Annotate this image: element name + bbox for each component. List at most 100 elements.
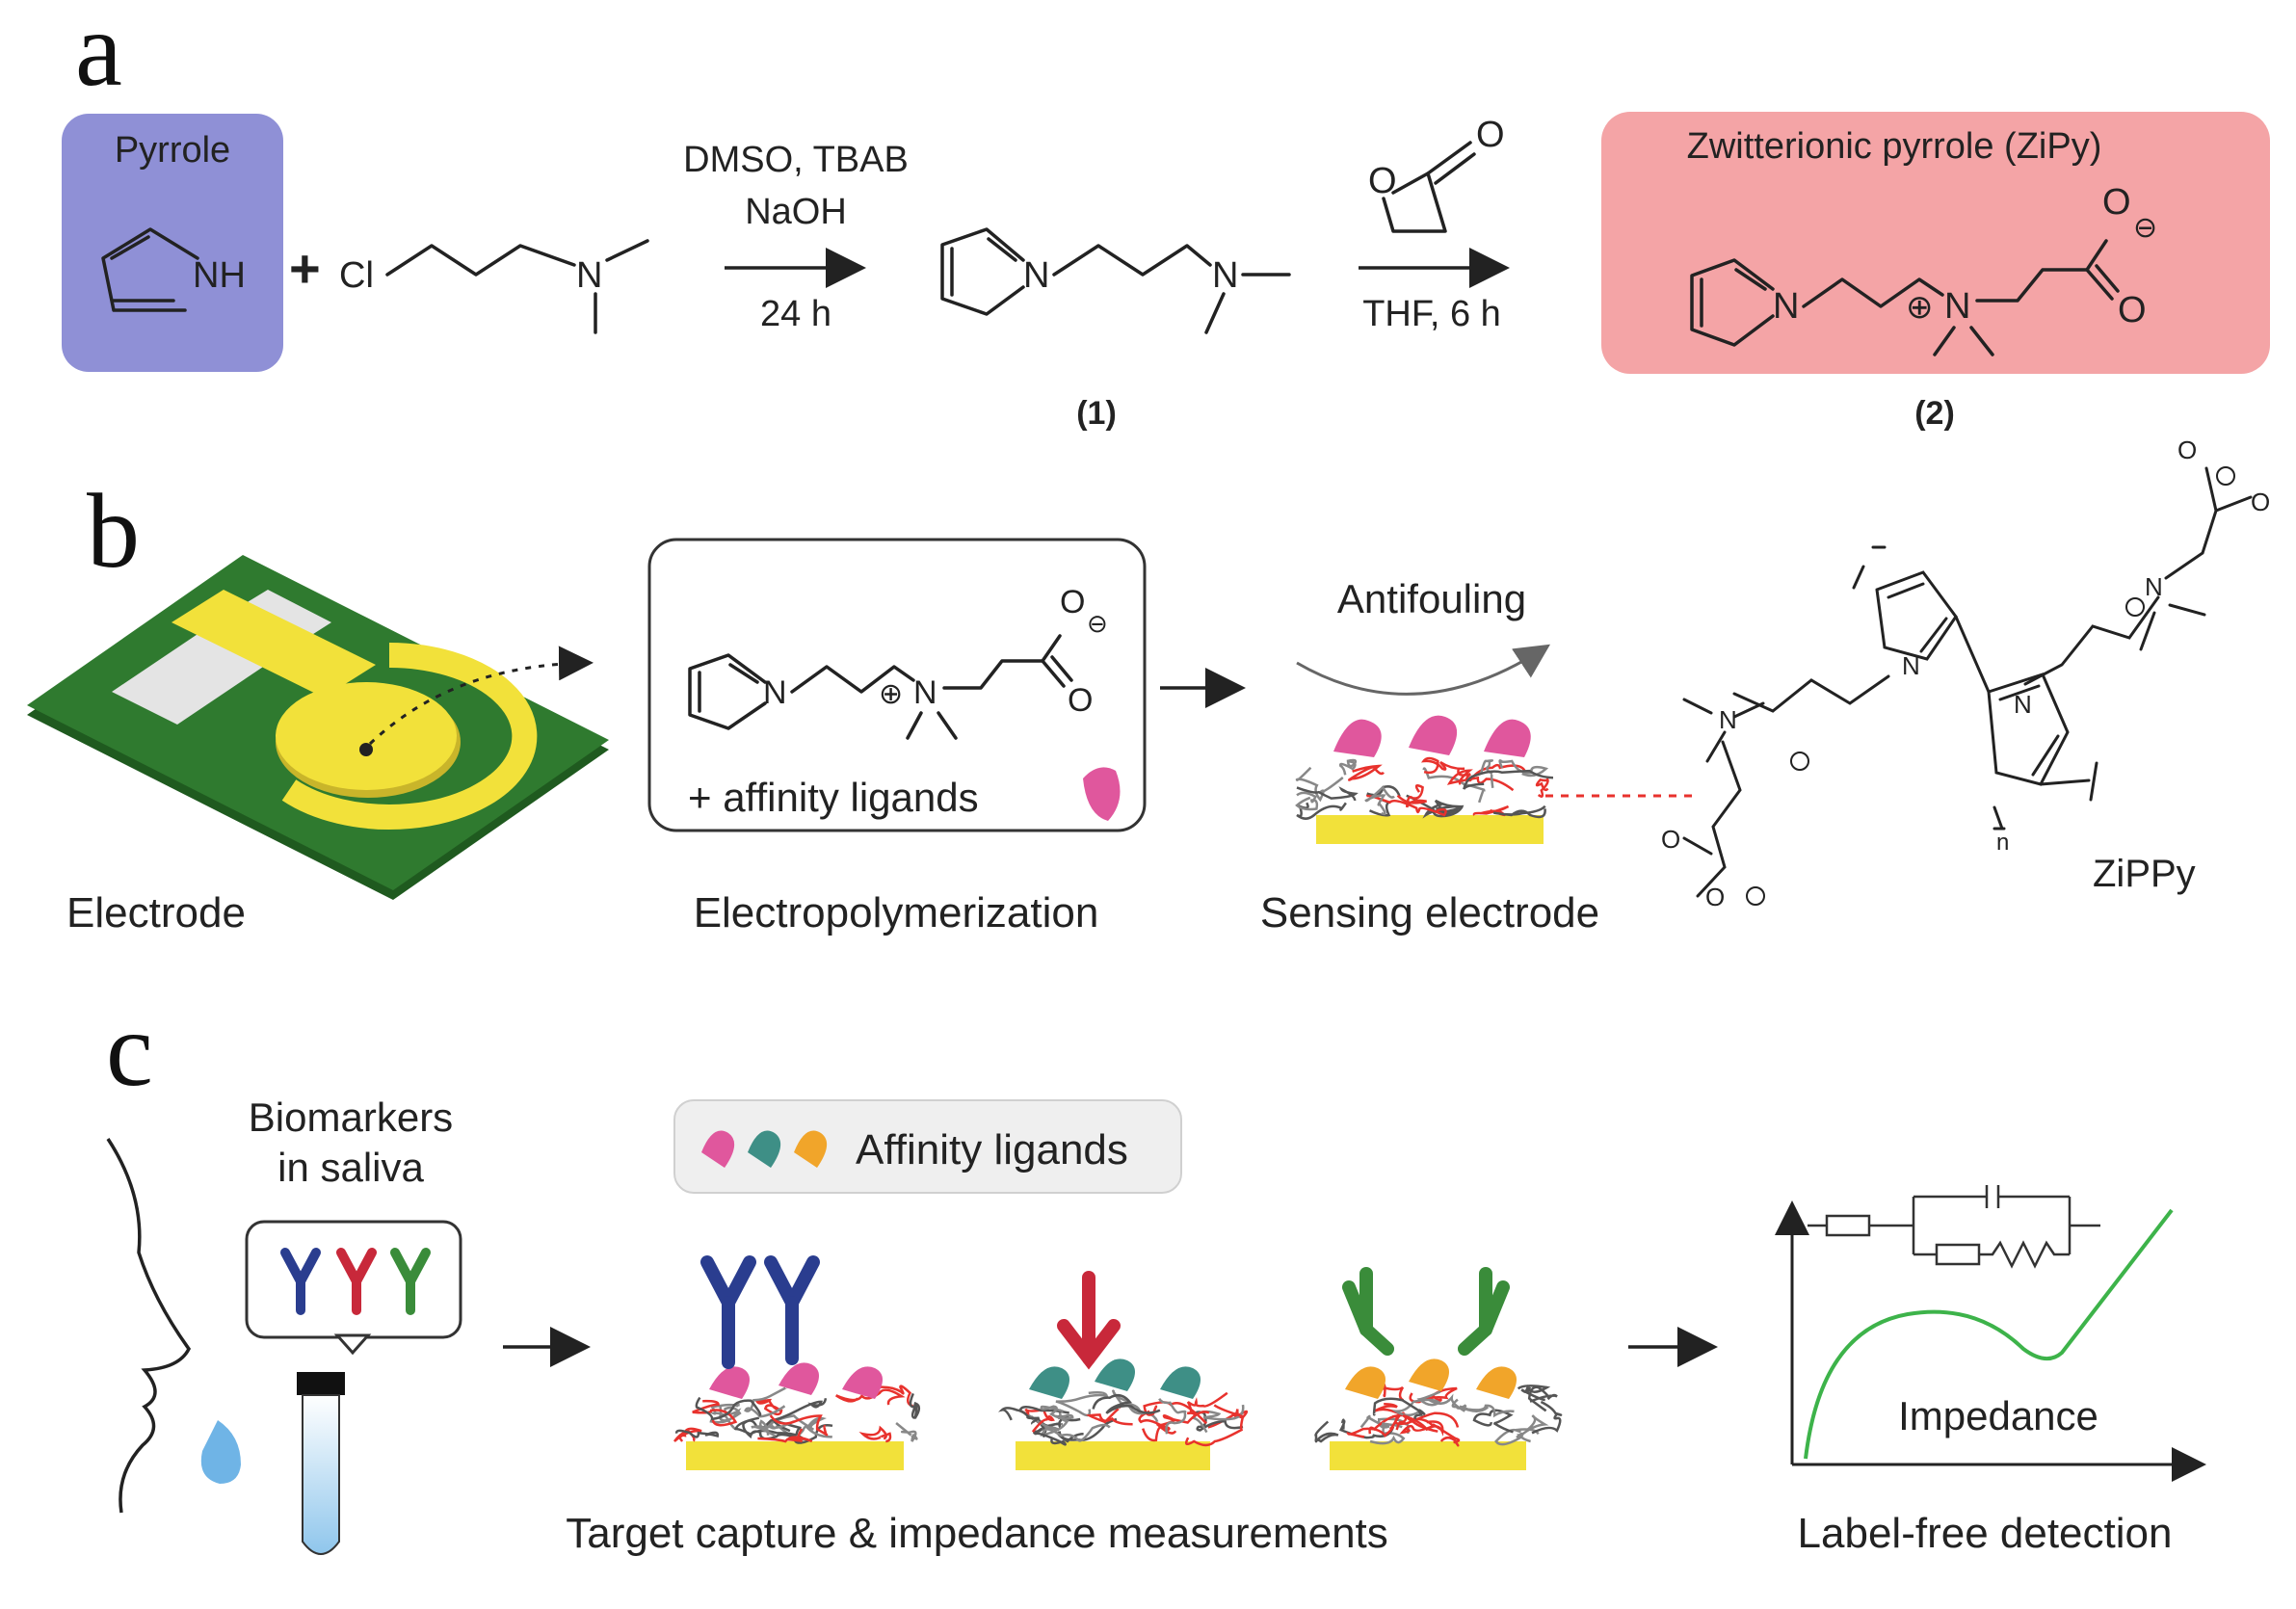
box-n1: N (763, 674, 787, 711)
plus-sign: + (289, 238, 321, 299)
polymer-strand (1055, 1390, 1109, 1417)
polymer-strand (761, 1397, 828, 1430)
zipy-n1: N (1773, 286, 1799, 327)
intermediate-n2: N (1212, 255, 1238, 296)
monomer-box (647, 538, 1147, 832)
box-plus: ⊕ (879, 678, 903, 710)
polymer-strand (1033, 1428, 1067, 1446)
polymer-strand (1527, 1385, 1558, 1412)
polymer-strand (1018, 1406, 1069, 1425)
polymer-strand (1338, 758, 1358, 776)
polymer-strand (695, 1396, 762, 1421)
zipy-o1: O (2102, 182, 2131, 223)
polymer-strand (744, 1385, 788, 1418)
legend-pink-ligand-icon (701, 1130, 735, 1168)
polymer-strand (1531, 1400, 1563, 1435)
box-affinity-ligands: + affinity ligands (688, 775, 979, 820)
capture-electrode-2 (997, 1271, 1249, 1470)
affinity-legend-label: Affinity ligands (856, 1126, 1128, 1174)
poly-n4: N (2145, 572, 2163, 601)
antibodies-in-sample (280, 1248, 431, 1315)
electropolymerization-label: Electropolymerization (694, 889, 1099, 936)
legend-teal-ligand-icon (748, 1130, 781, 1168)
lactone-o2: O (1476, 115, 1505, 155)
polymer-strand (1295, 766, 1344, 803)
panel-b: b Electrode N ⊕ N (27, 435, 2270, 936)
sensing-electrode-label: Sensing electrode (1260, 889, 1599, 936)
polymer-strand (1207, 1409, 1249, 1429)
polymer-strand (754, 1398, 783, 1416)
box-minus: ⊖ (1087, 609, 1108, 638)
polymer-strand (791, 1416, 832, 1440)
pink-ligand-icon (1083, 767, 1121, 821)
panel-a: a Pyrrole NH + Cl N DMSO, TBAB NaOH 24 h (62, 0, 2270, 432)
polymer-strand (709, 1403, 740, 1431)
polymer-strand (1314, 1420, 1339, 1443)
zippy-polymer-structure: N N O O N n N (1661, 435, 2270, 911)
lactone-o1: O (1368, 161, 1397, 201)
face-profile-icon (106, 1138, 192, 1514)
poly-sub-n: n (1996, 830, 2009, 856)
poly-o4: O (2251, 488, 2270, 516)
polymer-strand (1432, 1423, 1461, 1447)
impedance-plot: Impedance (1775, 1185, 2206, 1482)
polymer-strand (1396, 783, 1427, 808)
poly-n2: N (1719, 705, 1737, 734)
box-o1: O (1060, 584, 1085, 620)
poly-o1: O (1661, 825, 1680, 854)
polymer-strand (1428, 1393, 1467, 1412)
label-free-detection-label: Label-free detection (1798, 1510, 2173, 1557)
polymer-strand (1517, 1414, 1549, 1443)
polymer-strand (1191, 1404, 1245, 1434)
polymer-strand (751, 1419, 795, 1438)
polymer-strand (1296, 786, 1359, 802)
polymer-strand (1395, 1413, 1444, 1437)
electrode-label: Electrode (66, 889, 246, 936)
panel-c: c Biomarkers in saliva Affinity ligands (106, 990, 2206, 1557)
compound-2-label: (2) (1914, 395, 1955, 432)
polymer-strand (1184, 1404, 1245, 1447)
polymer-strand (1492, 804, 1546, 819)
polymer-strand (909, 1392, 921, 1419)
zipy-structure: N ⊕ N O ⊖ O (1690, 182, 2157, 356)
polymer-strand (1020, 1408, 1055, 1433)
polymer-strand (1372, 1397, 1426, 1421)
polymer-strand (1158, 1398, 1187, 1435)
polymer-strand (1092, 1393, 1161, 1414)
target-capture-label: Target capture & impedance measurements (566, 1510, 1388, 1557)
box-o2: O (1068, 682, 1093, 719)
condition1-time: 24 h (760, 294, 831, 334)
capture-electrode-1 (673, 1255, 921, 1470)
polymer-strand (1446, 769, 1515, 792)
polymer-strand (1399, 1417, 1438, 1435)
poly-n1: N (1902, 651, 1920, 680)
box-n2: N (913, 674, 937, 711)
impedance-curve (1804, 1208, 2174, 1460)
lactone-reagent: O O (1368, 115, 1505, 233)
tube-cap (297, 1372, 345, 1395)
poly-o3: O (2177, 435, 2197, 464)
zipy-box-label: Zwitterionic pyrrole (ZiPy) (1687, 126, 2102, 167)
zipy-plus: ⊕ (1906, 289, 1934, 326)
polymer-strand (1346, 1414, 1398, 1438)
polymer-strand (757, 1428, 813, 1443)
polymer-strand (1040, 1405, 1074, 1420)
pyrrole-nh-label: NH (193, 255, 246, 296)
polymer-strand (1463, 769, 1554, 790)
saliva-tube-icon (302, 1394, 340, 1555)
polymer-strand (1457, 763, 1526, 782)
polymer-strand (1295, 791, 1319, 811)
antifouling-arrow-icon (1296, 644, 1551, 696)
zipy-n2: N (1944, 286, 1970, 327)
polymer-strand (1420, 756, 1465, 775)
polymer-strand (1155, 1411, 1210, 1435)
condition1-line2: NaOH (745, 192, 847, 232)
box-zipy-structure: N ⊕ N O ⊖ O (688, 584, 1108, 740)
cl-label: Cl (339, 255, 374, 296)
polymer-strand (675, 1429, 720, 1438)
polymer-strand (1391, 1390, 1441, 1417)
polymer-strand (1364, 785, 1395, 816)
condition1-line1: DMSO, TBAB (683, 140, 909, 180)
zipy-o2: O (2118, 290, 2147, 330)
impedance-label: Impedance (1898, 1393, 2098, 1438)
